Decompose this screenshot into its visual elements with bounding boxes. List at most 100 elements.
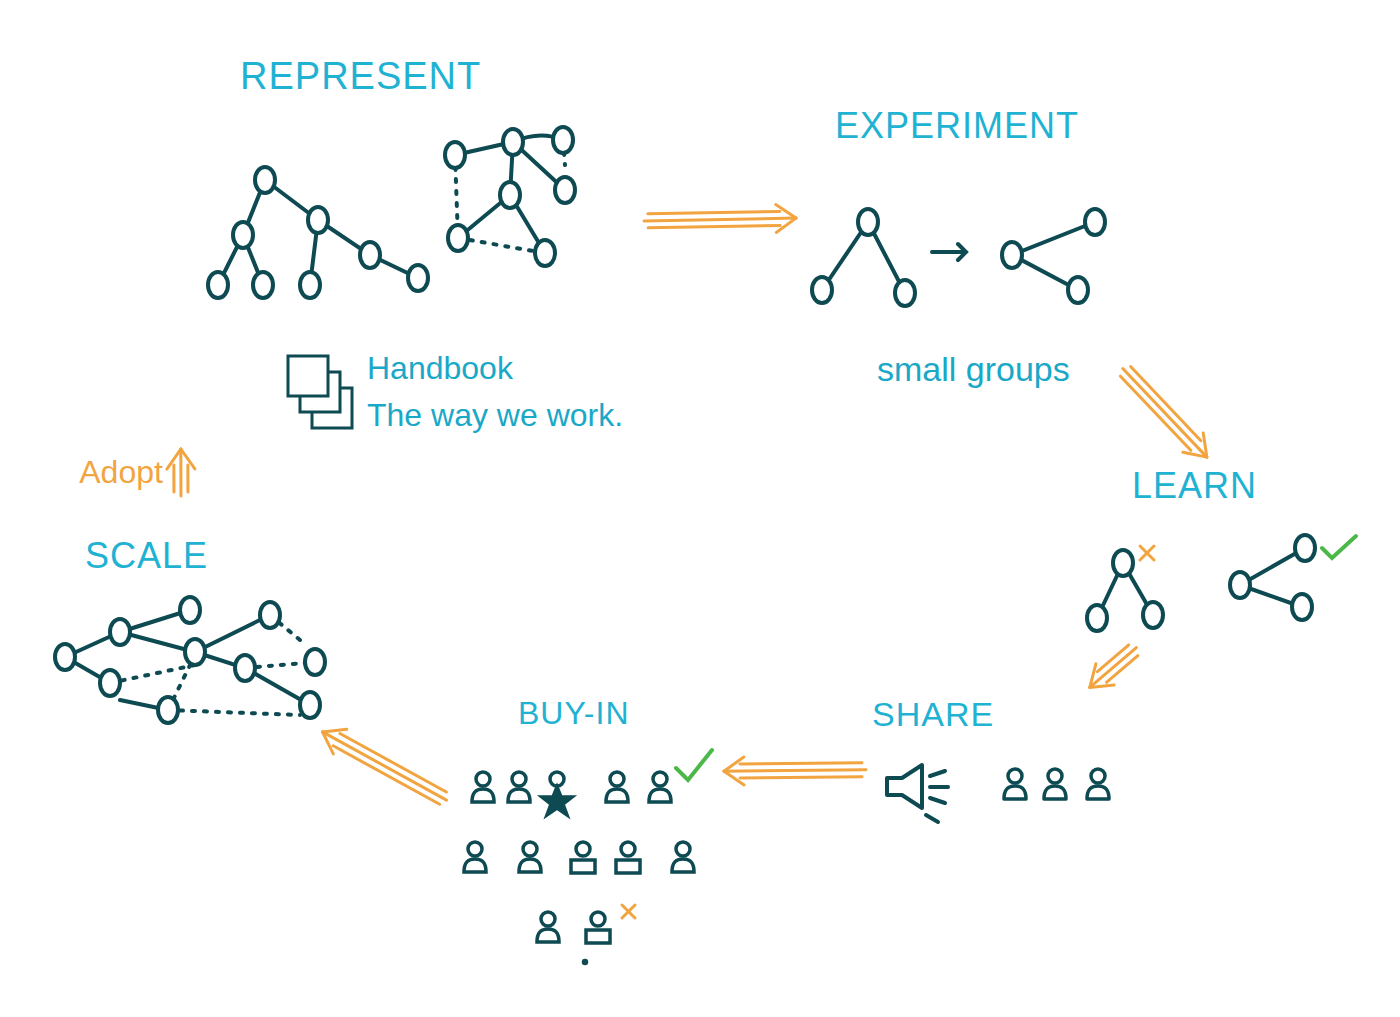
stage-experiment: EXPERIMENT small groups — [800, 100, 1120, 395]
arrow-stroke — [1090, 685, 1114, 687]
arrow-stroke — [648, 211, 780, 213]
cycle-arrow — [1120, 367, 1206, 458]
arrow-stroke — [323, 729, 347, 732]
represent-graph-part — [253, 272, 273, 298]
handbook-icon — [288, 356, 352, 428]
represent-graph-part — [503, 129, 523, 155]
scale-graph-part — [110, 615, 315, 715]
arrow-stroke — [1090, 664, 1096, 688]
represent-graph-part — [360, 242, 380, 268]
arrow-stroke — [1090, 648, 1137, 688]
stage-note: Handbook — [367, 350, 513, 387]
share-icons — [887, 765, 1109, 822]
scale-graph-part — [158, 697, 178, 723]
arrow-stroke — [1183, 452, 1207, 457]
cycle-arrow — [1090, 645, 1138, 688]
buy-in-people-part — [622, 905, 635, 918]
arrow-stroke — [179, 449, 182, 496]
learn-graphs-part — [1113, 550, 1133, 576]
experiment-graphs-part — [895, 280, 915, 306]
cycle-arrow — [167, 449, 195, 496]
represent-graph-part — [445, 142, 465, 168]
arrow-stroke — [167, 449, 181, 469]
stage-learn: LEARN — [1080, 460, 1350, 645]
stage-represent: REPRESENT HandbookThe way we work. — [170, 45, 640, 445]
arrow-stroke — [1203, 433, 1207, 457]
learn-graphs-part — [1087, 605, 1107, 631]
arrow-stroke — [648, 225, 780, 227]
learn-graphs-part — [1322, 536, 1356, 558]
stage-share: SHARE — [870, 690, 1125, 835]
arrow-stroke — [740, 777, 862, 778]
experiment-graphs-part — [812, 277, 832, 303]
learn-graphs-part — [1292, 594, 1312, 620]
arrow-stroke — [724, 757, 744, 771]
stage-heading: LEARN — [1132, 465, 1257, 506]
scale-graph-part — [100, 670, 120, 696]
experiment-graphs-part — [858, 209, 878, 235]
represent-graph-part — [553, 127, 573, 153]
learn-graphs — [1087, 535, 1356, 631]
cycle-arrow — [644, 204, 796, 232]
buy-in-people-part — [472, 772, 494, 802]
arrow-stroke — [644, 218, 796, 221]
stage-heading: EXPERIMENT — [835, 105, 1079, 146]
learn-graphs-part — [1143, 602, 1163, 628]
arrow-stroke — [323, 732, 447, 800]
scale-graph-part — [110, 619, 130, 645]
share-icons-part — [887, 765, 922, 808]
handbook-icon-part — [288, 356, 328, 396]
arrow-stroke — [740, 763, 862, 764]
experiment-graphs-part — [1085, 209, 1105, 235]
arrow-stroke — [776, 204, 796, 218]
arrow-stroke — [172, 465, 175, 492]
scale-graph-part — [180, 597, 200, 623]
cycle-arrow — [724, 757, 866, 785]
stage-heading: BUY-IN — [518, 695, 630, 732]
arrow-stroke — [724, 770, 866, 771]
represent-graph-part — [300, 272, 320, 298]
stage-heading: SCALE — [85, 535, 208, 576]
share-icons-part — [1004, 769, 1026, 799]
buy-in-people-part — [464, 842, 486, 872]
buy-in-people-part — [508, 772, 530, 802]
arrow-stroke — [1123, 368, 1207, 457]
scale-graph-part — [300, 692, 320, 718]
arrow-stroke — [1107, 656, 1138, 683]
arrow-stroke — [776, 218, 796, 232]
represent-graph-part — [448, 225, 468, 251]
represent-graph-part — [255, 167, 275, 193]
represent-graph — [208, 127, 575, 298]
learn-graphs-part — [1230, 572, 1250, 598]
represent-graph-part — [455, 140, 565, 253]
buy-in-people-part — [584, 961, 587, 964]
scale-graph-part — [305, 649, 325, 675]
experiment-graphs-part — [1002, 242, 1022, 268]
buy-in-people — [464, 750, 712, 964]
represent-graph-part — [500, 182, 520, 208]
scale-graph-part — [185, 639, 205, 665]
stage-note: The way we work. — [367, 397, 623, 434]
buy-in-people-part — [649, 772, 671, 802]
buy-in-people-part — [616, 842, 640, 873]
stage-note: small groups — [877, 350, 1070, 389]
stage-scale: SCALE — [40, 500, 340, 730]
represent-graph-part — [555, 177, 575, 203]
arrow-stroke — [186, 465, 189, 492]
represent-graph-part — [208, 272, 228, 298]
buy-in-people-part — [586, 912, 610, 943]
represent-graph-part — [233, 222, 253, 248]
stage-heading: REPRESENT — [240, 55, 481, 99]
buy-in-people-part — [542, 787, 572, 815]
arrow-stroke — [724, 771, 744, 785]
buy-in-people-part — [571, 842, 595, 873]
buy-in-people-part — [606, 772, 628, 802]
represent-graph-part — [535, 240, 555, 266]
arrow-stroke — [1120, 376, 1190, 450]
buy-in-people-part — [672, 842, 694, 872]
represent-graph-part — [308, 207, 328, 233]
represent-graph-part — [218, 180, 418, 285]
buy-in-people-part — [676, 750, 712, 780]
